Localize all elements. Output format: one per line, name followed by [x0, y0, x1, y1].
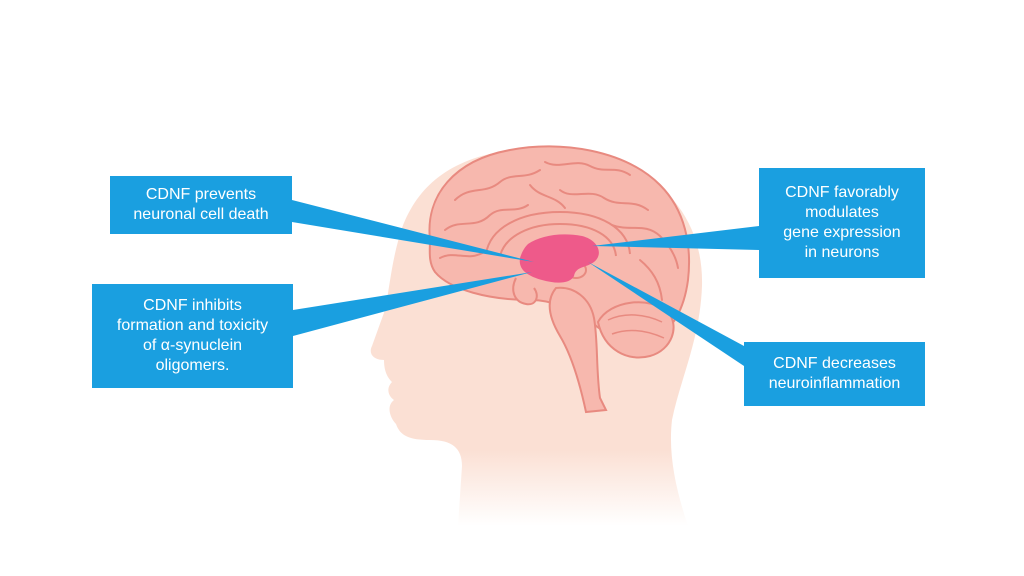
callout-modulates-gene-expression: CDNF favorably modulates gene expression… [759, 168, 925, 278]
highlighted-region [519, 234, 599, 283]
callout-prevents-cell-death: CDNF prevents neuronal cell death [110, 176, 292, 234]
callout-decreases-neuroinflammation: CDNF decreases neuroinflammation [744, 342, 925, 406]
pointer-prevents [292, 200, 534, 262]
callout-inhibits-synuclein: CDNF inhibits formation and toxicity of … [92, 284, 293, 388]
corpus-callosum [485, 210, 631, 255]
brain-folds [439, 161, 679, 301]
pointer-inhibits [293, 272, 532, 336]
pituitary [512, 277, 538, 306]
brainstem [548, 286, 608, 414]
pointer-modulates [592, 226, 759, 250]
pointer-decreases [588, 262, 744, 366]
